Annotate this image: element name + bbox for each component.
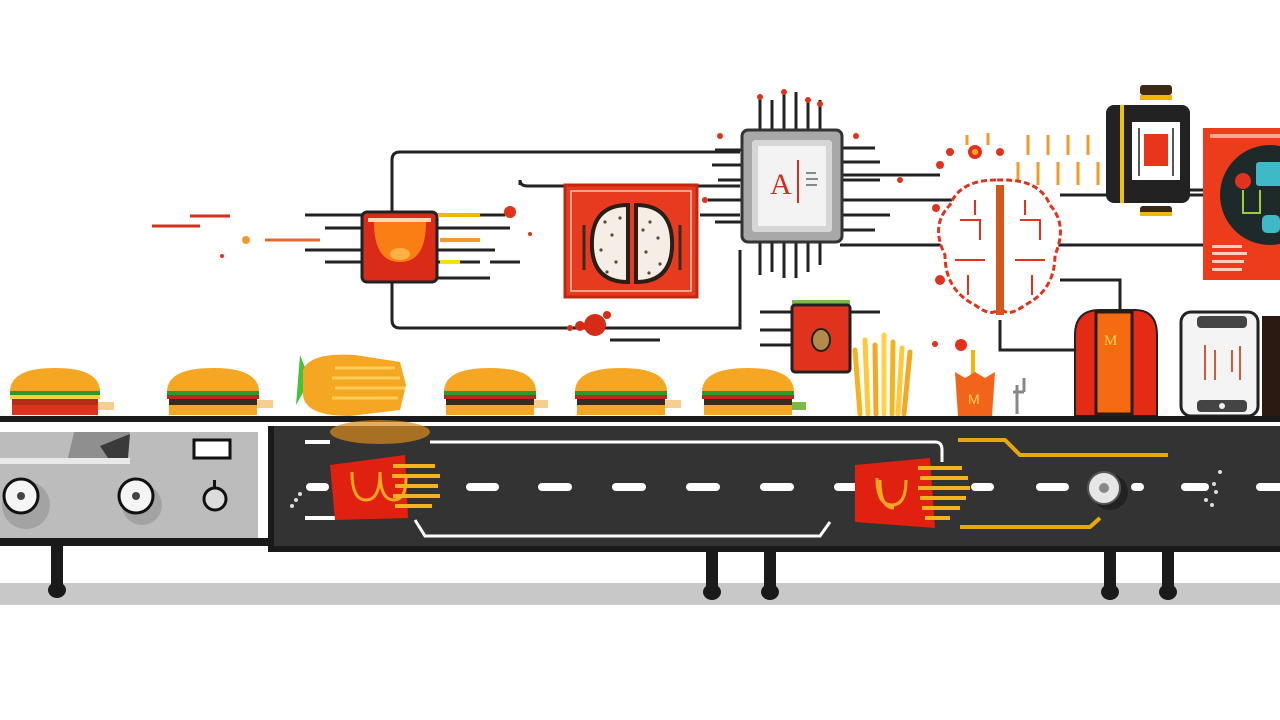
fries-cup-label: M — [968, 391, 980, 407]
control-machine — [0, 426, 268, 546]
conveyor-legs — [48, 546, 1177, 600]
burger-icon-1 — [10, 368, 114, 415]
fries-wrap-icon — [296, 354, 406, 416]
speed-streaks — [152, 214, 320, 258]
fries-carton-icon-2 — [855, 458, 970, 528]
burger-icon-3 — [444, 368, 548, 415]
ai-chip-label: A — [770, 168, 792, 201]
burger-icon-5 — [702, 368, 806, 415]
conveyor-top-rail — [0, 416, 1280, 422]
red-splat — [567, 311, 611, 336]
fries-carton-icon-1 — [330, 420, 440, 520]
fries-cup-icon — [932, 339, 995, 416]
burger-icon-2 — [167, 368, 273, 415]
floor-strip — [0, 583, 1280, 605]
brain-panel-icon — [563, 183, 699, 299]
kiosk-label: M — [1104, 333, 1117, 349]
burger-chip-icon — [790, 300, 852, 374]
tablet-screen-icon — [1203, 128, 1280, 280]
fryer-chip-icon — [360, 206, 532, 284]
kiosk-machine-icon — [1074, 285, 1158, 417]
brain-icon — [932, 133, 1100, 315]
ai-chip-icon — [702, 89, 903, 278]
tool-icon — [1013, 378, 1026, 414]
burger-icon-4 — [575, 368, 681, 415]
smartwatch-icon — [1106, 85, 1190, 216]
circuit-wires — [305, 150, 1210, 352]
conveyor-belt — [268, 426, 1280, 552]
smartphone-icon — [1179, 310, 1280, 418]
fries-bundle-icon — [852, 332, 913, 417]
